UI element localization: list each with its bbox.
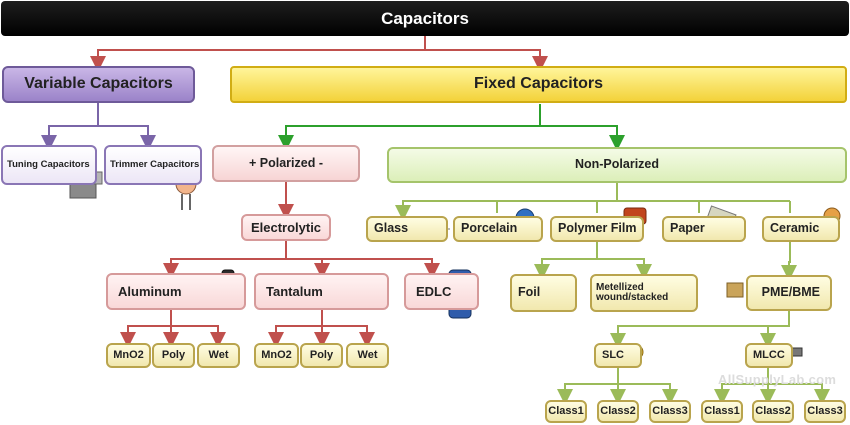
- foil-node: Foil: [510, 274, 577, 312]
- connector-slc-classes: [557, 368, 619, 405]
- variable-capacitors-node: Variable Capacitors: [2, 66, 195, 103]
- connector-pmebme-children: [610, 311, 790, 349]
- slc-class1-node: Class1: [545, 400, 587, 423]
- tuning-capacitors-node: Tuning Capacitors: [1, 145, 97, 185]
- mlcc-class3-node: Class3: [804, 400, 846, 423]
- connector-fixed-children: [278, 104, 541, 151]
- connector-root-variable: [90, 36, 426, 72]
- watermark: AllSupplyLab.com: [718, 372, 837, 387]
- mlcc-node: MLCC: [745, 343, 793, 368]
- root-node: Capacitors: [1, 1, 849, 36]
- connector-electrolytic-children: [163, 241, 287, 279]
- slc-class2-node: Class2: [597, 400, 639, 423]
- pme-bme-node: PME/BME: [746, 275, 832, 311]
- aluminum-wet-node: Wet: [197, 343, 240, 368]
- tantalum-mno2-node: MnO2: [254, 343, 299, 368]
- aluminum-poly-node: Poly: [152, 343, 195, 368]
- fixed-capacitors-node: Fixed Capacitors: [230, 66, 847, 103]
- slc-node: SLC: [594, 343, 642, 368]
- connector-root-fixed: [425, 49, 548, 72]
- connector-nonpolarized-children: [395, 183, 618, 221]
- connector-aluminum-children: [120, 310, 172, 348]
- aluminum-mno2-node: MnO2: [106, 343, 151, 368]
- connector-tantalum-children: [268, 310, 323, 348]
- slc-class3-node: Class3: [649, 400, 691, 423]
- root-title: Capacitors: [381, 8, 469, 28]
- paper-node: Paper: [662, 216, 746, 242]
- ceramic-node: Ceramic: [762, 216, 840, 242]
- non-polarized-node: Non-Polarized: [387, 147, 847, 183]
- tantalum-wet-node: Wet: [346, 343, 389, 368]
- connector-polymer-children: [534, 242, 598, 280]
- tantalum-poly-node: Poly: [300, 343, 343, 368]
- pme-bme-capacitor-image: [726, 282, 744, 298]
- glass-node: Glass: [366, 216, 448, 242]
- connector-ceramic-pmebme: [781, 242, 797, 281]
- mlcc-class1-node: Class1: [701, 400, 743, 423]
- porcelain-node: Porcelain: [453, 216, 543, 242]
- connector-mlcc-classes: [714, 368, 769, 405]
- edlc-node: EDLC: [404, 273, 479, 310]
- metallized-node: Metellized wound/stacked: [590, 274, 698, 312]
- polymer-film-node: Polymer Film: [550, 216, 644, 242]
- trimmer-capacitors-node: Trimmer Capacitors: [104, 145, 202, 185]
- mlcc-class2-node: Class2: [752, 400, 794, 423]
- electrolytic-node: Electrolytic: [241, 214, 331, 241]
- polarized-node: + Polarized -: [212, 145, 360, 182]
- aluminum-node: Aluminum: [106, 273, 246, 310]
- connector-variable-children: [48, 103, 148, 143]
- tantalum-node: Tantalum: [254, 273, 389, 310]
